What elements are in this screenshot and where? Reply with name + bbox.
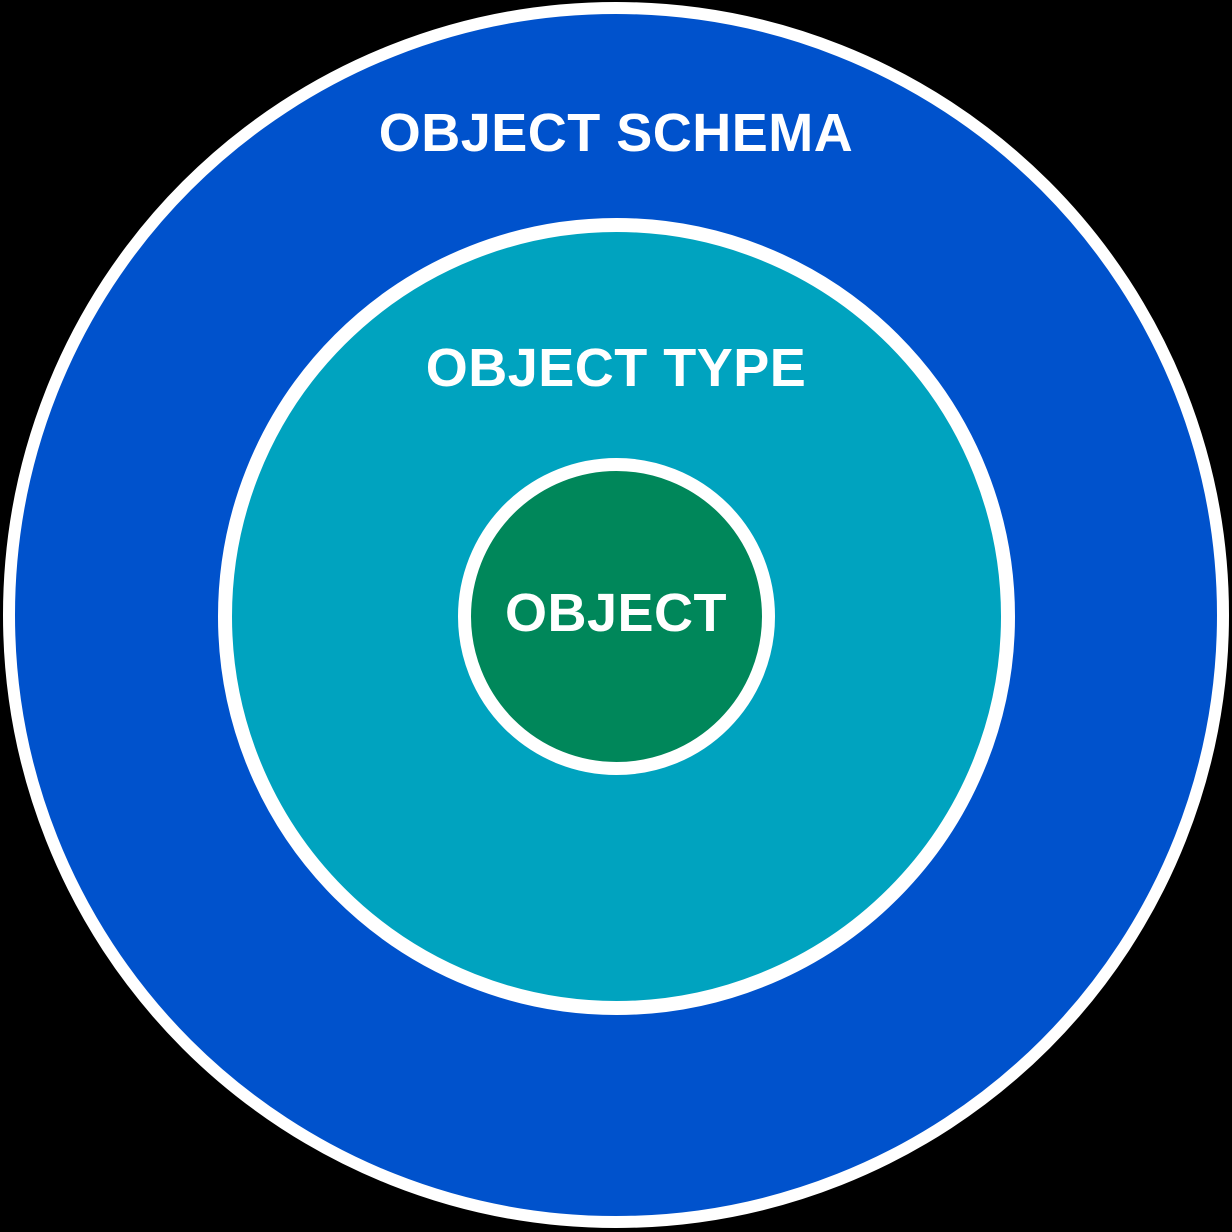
object-label: OBJECT: [504, 583, 728, 643]
object-schema-label: OBJECT SCHEMA: [378, 103, 854, 163]
object-type-label: OBJECT TYPE: [425, 338, 807, 398]
